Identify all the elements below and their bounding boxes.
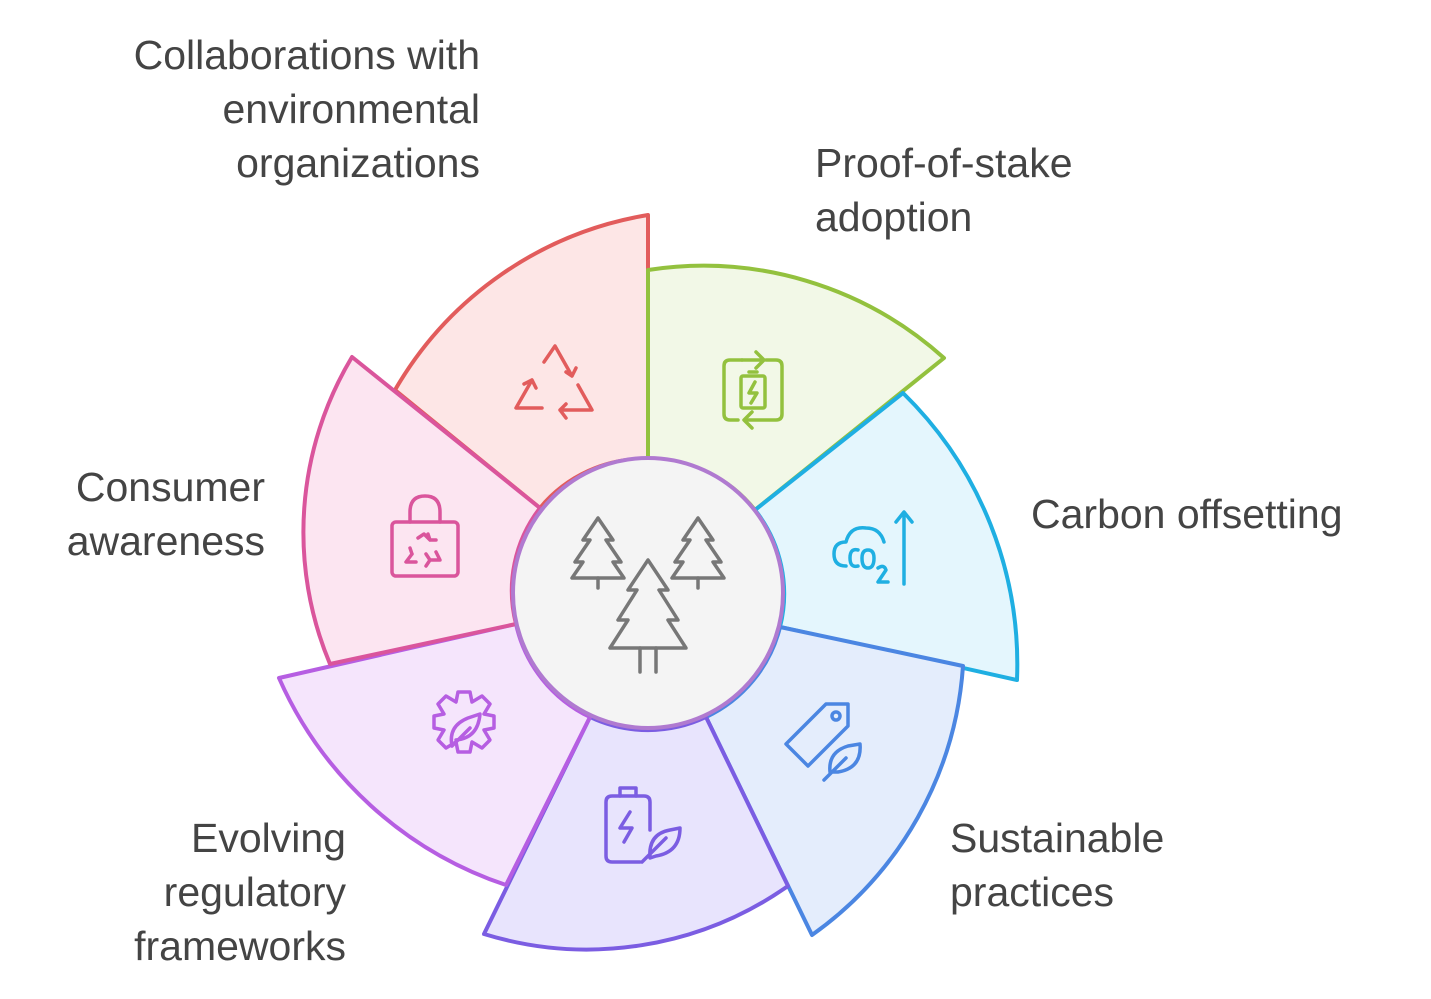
recycle-icon bbox=[514, 344, 594, 420]
center-circle bbox=[511, 456, 785, 730]
eco-battery-icon bbox=[604, 786, 682, 864]
recycle-bag-icon bbox=[390, 494, 460, 578]
label-proof-of-stake: Proof-of-stake adoption bbox=[815, 140, 1073, 240]
co2-up-icon bbox=[832, 510, 914, 586]
battery-cycle-icon bbox=[722, 350, 784, 430]
label-regulatory: Evolving regulatory frameworks bbox=[134, 815, 346, 969]
label-consumer-awareness: Consumer awareness bbox=[66, 464, 265, 564]
eco-gear-icon bbox=[432, 690, 496, 754]
label-sustainable-practices: Sustainable practices bbox=[950, 815, 1165, 915]
label-collaborations: Collaborations with environmental organi… bbox=[133, 32, 480, 186]
trees-icon bbox=[570, 516, 726, 674]
eco-tag-icon bbox=[784, 702, 862, 782]
label-carbon-offsetting: Carbon offsetting bbox=[1031, 491, 1343, 537]
segment-regulatory bbox=[482, 715, 790, 952]
